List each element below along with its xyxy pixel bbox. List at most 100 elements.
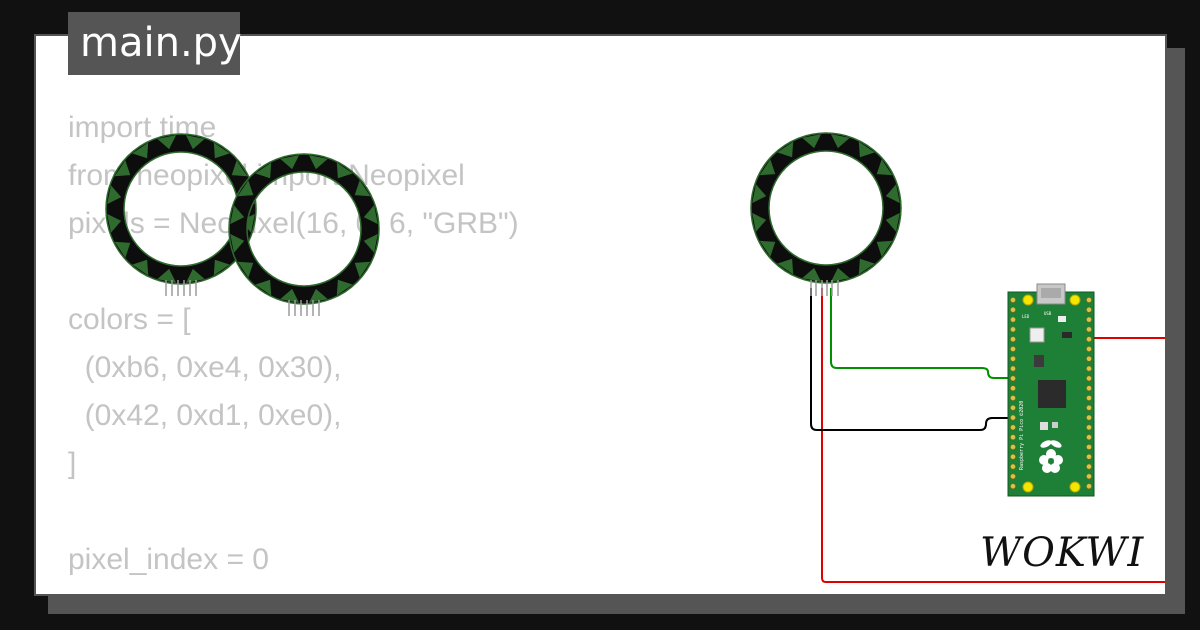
board-pin[interactable] — [1010, 463, 1016, 470]
board-pin[interactable] — [1086, 473, 1092, 480]
board-pin[interactable] — [1086, 453, 1092, 460]
board-pin[interactable] — [1010, 414, 1016, 421]
neopixel-ring[interactable] — [750, 132, 902, 284]
wire-green[interactable] — [830, 288, 1018, 379]
usb-label: USB — [1044, 311, 1052, 316]
board-pin[interactable] — [1086, 463, 1092, 470]
ring-led — [777, 258, 794, 275]
board-pin[interactable] — [1010, 404, 1016, 411]
board-pin[interactable] — [1086, 316, 1092, 323]
ring-led — [759, 240, 776, 257]
rp2040-chip — [1038, 380, 1066, 408]
board-name-label: Raspberry Pi Pico ©2020 — [1019, 401, 1025, 470]
ring-led — [114, 160, 131, 177]
ring-led — [363, 205, 378, 225]
ring-led — [336, 279, 353, 296]
ring-led — [107, 185, 122, 205]
raspberry-pi-pico-board[interactable]: Raspberry Pi Pico ©2020 USB LED — [1007, 283, 1095, 497]
board-pin[interactable] — [1010, 316, 1016, 323]
board-pin[interactable] — [1010, 355, 1016, 362]
board-pin[interactable] — [1086, 414, 1092, 421]
mounting-hole — [1022, 294, 1034, 306]
ring-led — [752, 212, 767, 232]
ring-led — [114, 241, 131, 258]
ring-led — [876, 159, 893, 176]
ring-led — [213, 142, 230, 159]
wires — [810, 288, 1170, 583]
wokwi-logo: WOKWI — [980, 530, 1144, 576]
ring-led — [237, 180, 254, 197]
led-label: LED — [1022, 314, 1030, 319]
ring-led — [802, 267, 822, 282]
ring-led — [885, 212, 900, 232]
board-pin[interactable] — [1086, 444, 1092, 450]
board-pin[interactable] — [1010, 473, 1016, 480]
board-pin[interactable] — [1010, 395, 1016, 401]
ring-led — [830, 267, 850, 282]
code-line: color_index = 0 — [68, 584, 519, 594]
board-pin[interactable] — [1086, 336, 1092, 343]
ring-led — [363, 233, 378, 253]
ring-led — [230, 205, 245, 225]
ring-led — [185, 268, 205, 283]
board-pin[interactable] — [1086, 483, 1092, 490]
ring-led — [777, 141, 794, 158]
ring-led — [230, 233, 245, 253]
file-tab-main-py[interactable]: main.py — [68, 12, 242, 75]
mounting-hole — [1069, 481, 1081, 493]
board-pin[interactable] — [1010, 365, 1016, 372]
board-pin[interactable] — [1086, 424, 1092, 431]
board-pin[interactable] — [1086, 355, 1092, 362]
board-pin[interactable] — [1010, 297, 1016, 303]
board-pin[interactable] — [1086, 326, 1092, 333]
board-pins — [1010, 297, 1092, 490]
board-pin[interactable] — [1010, 424, 1016, 431]
ring-led — [157, 268, 177, 283]
code-line: (0x42, 0xd1, 0xe0), — [68, 399, 342, 432]
board-pin[interactable] — [1010, 483, 1016, 490]
ring-led — [336, 162, 353, 179]
ring-led — [308, 288, 328, 303]
code-line: pixel_index = 0 — [68, 543, 269, 576]
board-pin[interactable] — [1086, 365, 1092, 372]
code-line: ] — [68, 447, 77, 480]
board-pin[interactable] — [1010, 336, 1016, 343]
ring-led — [107, 213, 122, 233]
code-line: pixels = Neopixel(16, 0, 6, "GRB") — [68, 207, 519, 240]
ring-led — [308, 155, 328, 170]
ring-led — [885, 184, 900, 204]
board-pin[interactable] — [1010, 444, 1016, 450]
neopixel-ring[interactable] — [228, 153, 380, 305]
wire-red[interactable] — [821, 288, 1170, 583]
board-pin[interactable] — [1086, 395, 1092, 401]
board-pin[interactable] — [1086, 404, 1092, 411]
board-pin[interactable] — [1086, 306, 1092, 313]
board-pin[interactable] — [1010, 306, 1016, 313]
mounting-hole — [1022, 481, 1034, 493]
ring-led — [213, 259, 230, 276]
bootsel-button[interactable] — [1029, 327, 1045, 343]
board-pin[interactable] — [1086, 375, 1092, 382]
board-pin[interactable] — [1086, 385, 1092, 392]
ring-led — [132, 142, 149, 159]
ring-led — [830, 134, 850, 149]
board-pin[interactable] — [1010, 434, 1016, 441]
ring-led — [280, 155, 300, 170]
board-pin[interactable] — [1010, 453, 1016, 460]
board-pin[interactable] — [1010, 346, 1016, 352]
ring-led — [132, 259, 149, 276]
ring-led — [876, 240, 893, 257]
board-pin[interactable] — [1010, 385, 1016, 392]
board-pin[interactable] — [1010, 375, 1016, 382]
board-pin[interactable] — [1086, 297, 1092, 303]
board-pin[interactable] — [1010, 326, 1016, 333]
board-pin[interactable] — [1086, 434, 1092, 441]
wire-black[interactable] — [810, 288, 1018, 431]
ring-led — [157, 135, 177, 150]
board-pin[interactable] — [1086, 346, 1092, 352]
ring-led — [354, 261, 371, 278]
code-line: colors = [ — [68, 303, 191, 336]
ring-led — [802, 134, 822, 149]
